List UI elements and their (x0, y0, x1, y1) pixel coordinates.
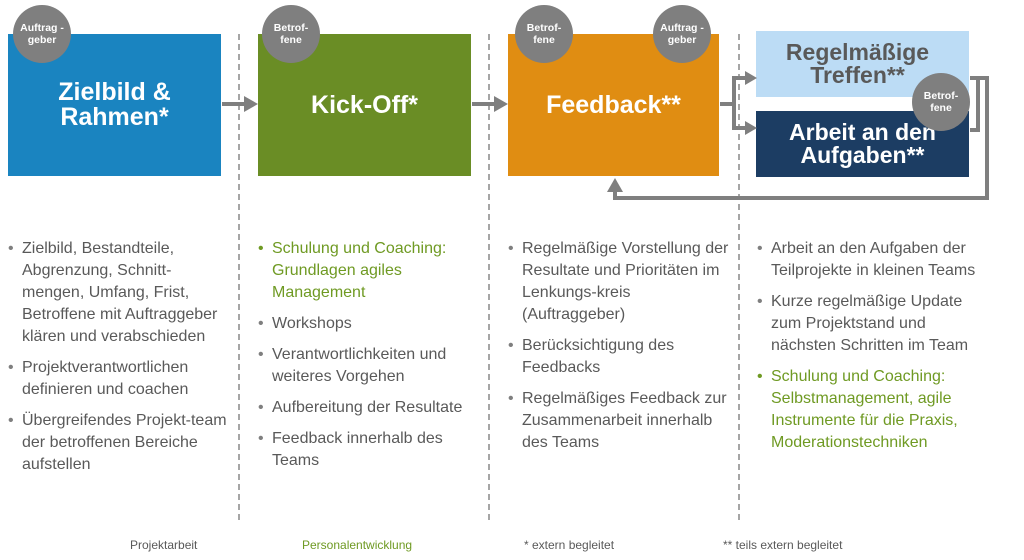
arrow-loop-back-to-feedback (613, 76, 989, 200)
list-item: Schulung und Coaching: Selbstmanagement,… (757, 366, 992, 454)
badge-betroffene-3: Betrof- fene (912, 73, 970, 131)
arrow-feedback-to-treffen (720, 76, 746, 106)
footer-personalentwicklung: Personalentwicklung (302, 538, 413, 552)
list-item: Projektverantwortlichen definieren und c… (8, 357, 230, 401)
arrowhead-treffen (745, 71, 757, 85)
column-arbeit-list: Arbeit an den Aufgaben der Teilprojekte … (757, 238, 992, 463)
arrow-loop-connector (970, 78, 980, 132)
list-item: Arbeit an den Aufgaben der Teilprojekte … (757, 238, 992, 282)
arrowhead-feedback (494, 96, 508, 112)
list-item: Verantwortlichkeiten und weiteres Vorgeh… (258, 344, 480, 388)
badge-auftraggeber-2: Auftrag -geber (653, 5, 711, 63)
box-zielbild-line2: Rahmen* (60, 103, 169, 131)
divider-3 (738, 34, 740, 520)
column-zielbild-list: Zielbild, Bestandteile, Abgrenzung, Schn… (8, 238, 230, 485)
box-feedback-label: Feedback** (546, 90, 681, 119)
footer-extern-begleitet: * extern begleitet (524, 538, 615, 552)
list-item: Regelmäßige Vorstellung der Resultate un… (508, 238, 730, 326)
arrowhead-loop-feedback (607, 178, 623, 192)
box-kickoff-label: Kick-Off* (311, 90, 418, 119)
list-item: Schulung und Coaching: Grundlagen agiles… (258, 238, 480, 304)
box-zielbild-line1: Zielbild & (58, 78, 171, 106)
footer-projektarbeit: Projektarbeit (130, 538, 198, 552)
box-treffen-line1: Regelmäßige (785, 39, 930, 65)
list-item: Berücksichtigung des Feedbacks (508, 335, 730, 379)
footer-teils-extern-begleitet: ** teils extern begleitet (723, 538, 843, 552)
list-item: Übergreifendes Projekt-team der betroffe… (8, 410, 230, 476)
box-treffen-line2: Treffen** (810, 62, 905, 88)
badge-auftraggeber-1: Auftrag -geber (13, 5, 71, 63)
column-feedback-list: Regelmäßige Vorstellung der Resultate un… (508, 238, 730, 463)
badge-betroffene-2: Betrof- fene (515, 5, 573, 63)
box-arbeit-line1: Arbeit an den (789, 119, 936, 145)
badge-betroffene-1: Betrof- fene (262, 5, 320, 63)
arrowhead-kickoff (244, 96, 258, 112)
list-item: Aufbereitung der Resultate (258, 397, 480, 419)
list-item: Kurze regelmäßige Update zum Projektstan… (757, 291, 992, 357)
divider-1 (238, 34, 240, 520)
arrow-feedback-to-arbeit (732, 104, 746, 130)
list-item: Zielbild, Bestandteile, Abgrenzung, Schn… (8, 238, 230, 348)
divider-2 (488, 34, 490, 520)
list-item: Feedback innerhalb des Teams (258, 428, 480, 472)
column-kickoff-list: Schulung und Coaching: Grundlagen agiles… (258, 238, 480, 481)
list-item: Workshops (258, 313, 480, 335)
list-item: Regelmäßiges Feedback zur Zusammenarbeit… (508, 388, 730, 454)
arrowhead-arbeit (745, 121, 757, 135)
box-arbeit-line2: Aufgaben** (800, 142, 925, 168)
